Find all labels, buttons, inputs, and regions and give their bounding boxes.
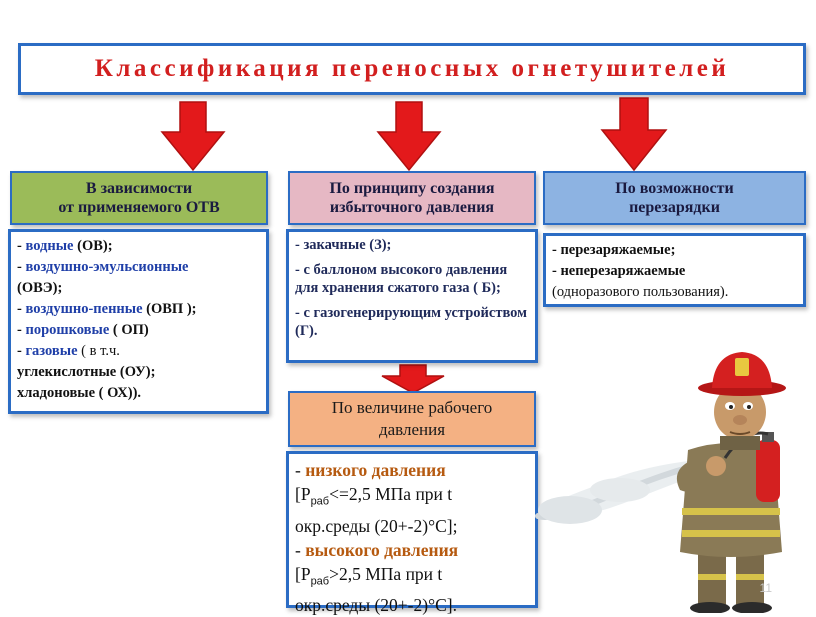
list-ov: - водные (ОВ); - воздушно-эмульсионные (… <box>8 229 269 414</box>
header-recharge-line1: По возможности <box>615 180 734 197</box>
header-working-pressure-line1: По величине рабочего <box>331 398 493 417</box>
list-pressure-creation: - закачные (З); - с баллоном высокого да… <box>286 229 538 363</box>
list-item: окр.среды (20+-2)°С]. <box>295 595 457 615</box>
list-item: - газовые ( в т.ч. углекислотные (ОУ); х… <box>17 343 156 401</box>
list-item: - водные (ОВ); <box>17 238 113 254</box>
header-recharge: По возможности перезарядки <box>543 171 806 225</box>
list-item: - неперезаряжаемые <box>552 263 686 279</box>
list-item: - воздушно-пенные (ОВП ); <box>17 301 197 317</box>
header-ov: В зависимости от применяемого ОТВ <box>10 171 268 225</box>
header-working-pressure: По величине рабочего давления <box>288 391 536 447</box>
arrow-down-icon <box>381 364 445 394</box>
list-working-pressure: - низкого давления [Рраб<=2,5 МПа при t … <box>286 451 538 615</box>
list-item: - закачные (З); <box>295 237 392 253</box>
list-item-note: (одноразового пользования). <box>552 284 729 300</box>
arrow-down-icon <box>160 101 226 172</box>
header-pressure-creation: По принципу создания избыточного давлени… <box>288 171 536 225</box>
list-item: окр.среды (20+-2)°С]; <box>295 515 458 536</box>
header-recharge-line2: перезарядки <box>629 199 720 216</box>
list-item: - порошковые ( ОП) <box>17 322 149 338</box>
header-ov-line2: от применяемого ОТВ <box>58 199 220 216</box>
page-number: 11 <box>759 581 772 595</box>
list-item: [Рраб>2,5 МПа при t <box>295 563 443 588</box>
title-box: Классификация переносных огнетушителей <box>18 43 806 95</box>
firefighter-illustration <box>535 352 786 613</box>
header-pressure-creation-line2: избыточного давления <box>329 199 495 216</box>
diagram-title: Классификация переносных огнетушителей <box>94 55 730 82</box>
header-pressure-creation-line1: По принципу создания <box>329 180 495 197</box>
header-ov-line1: В зависимости <box>85 180 193 197</box>
arrow-down-icon <box>600 97 668 172</box>
list-item: - перезаряжаемые; <box>552 242 676 258</box>
list-item: - воздушно-эмульсионные (ОВЭ); <box>17 259 189 296</box>
list-item: - с газогенерирующим устройством (Г). <box>295 305 528 339</box>
list-item: - высокого давления <box>295 539 459 560</box>
header-working-pressure-line2: давления <box>378 420 446 439</box>
list-item: - с баллоном высокого давления для хране… <box>295 262 508 296</box>
list-item: [Рраб<=2,5 МПа при t <box>295 484 453 508</box>
list-item: - низкого давления <box>295 460 446 480</box>
arrow-down-icon <box>376 101 442 172</box>
list-recharge: - перезаряжаемые; - неперезаряжаемые (од… <box>543 233 806 307</box>
